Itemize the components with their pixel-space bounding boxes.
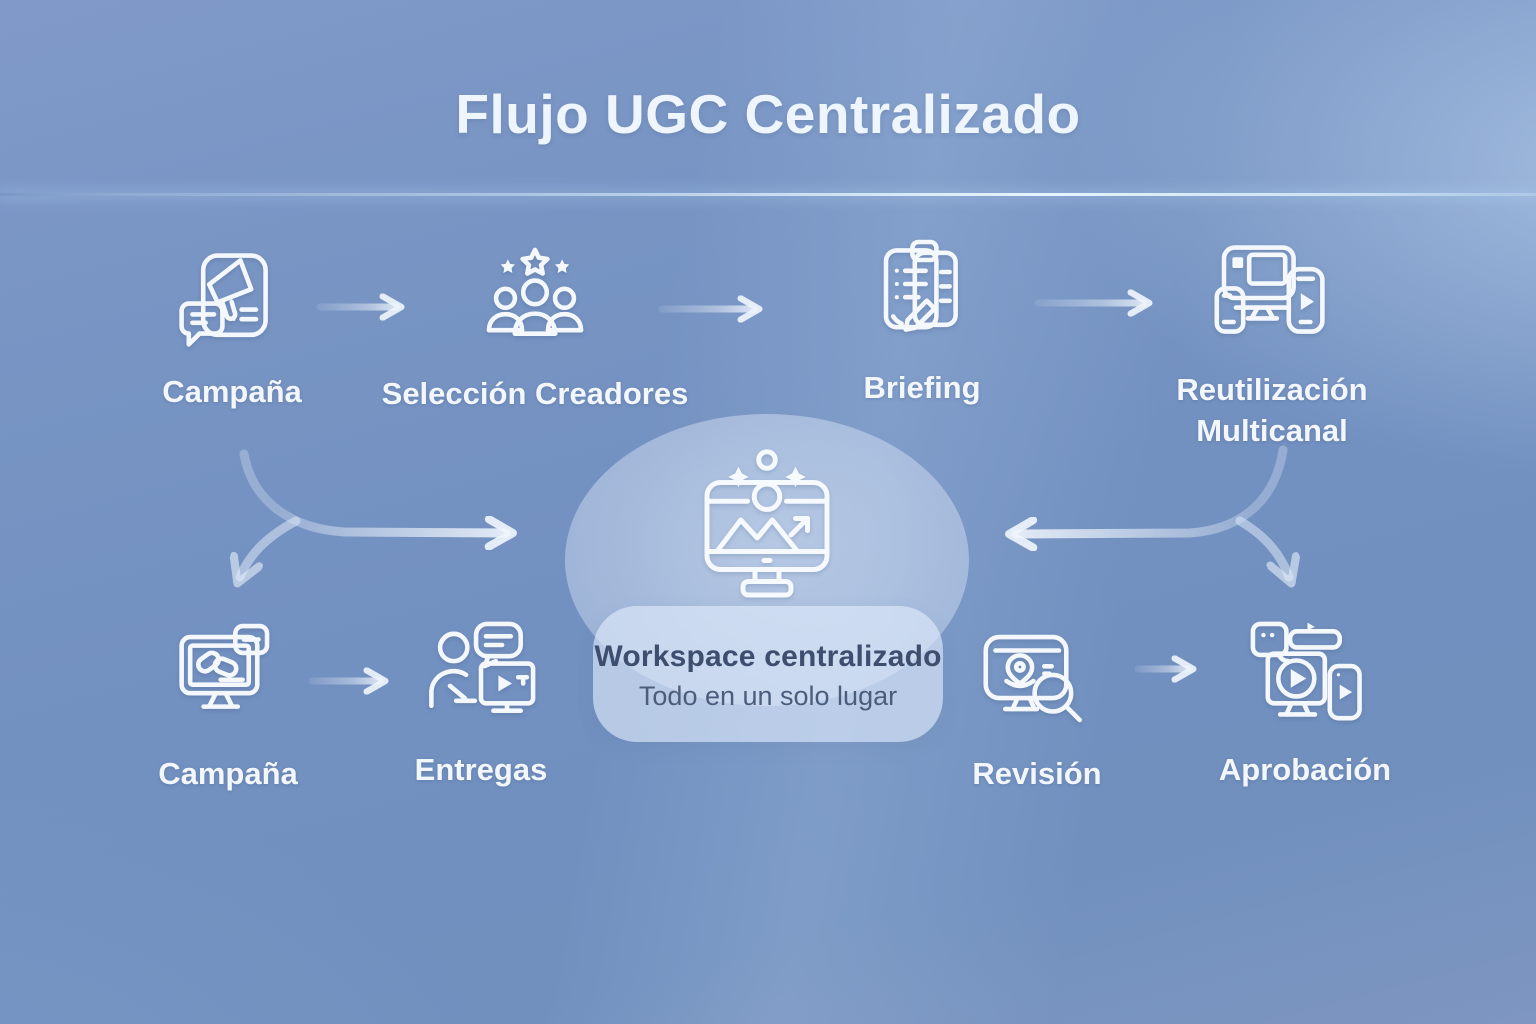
node-briefing: Briefing xyxy=(772,236,1072,409)
creator-delivery-icon xyxy=(419,614,543,738)
node-campana-top: Campaña xyxy=(82,240,382,413)
node-revision: Revisión xyxy=(887,620,1187,795)
node-label: Entregas xyxy=(414,752,548,787)
node-seleccion-creadores: Selección Creadores xyxy=(355,244,715,415)
node-label-line1: Reutilización xyxy=(1176,372,1368,407)
workspace-subheading: Todo en un solo lugar xyxy=(638,681,898,711)
curve-right-down-branch xyxy=(1235,516,1289,577)
node-aprobacion: Aprobación xyxy=(1155,614,1455,791)
node-label-line2: Multicanal xyxy=(1196,412,1348,448)
creators-group-stars-icon xyxy=(476,244,594,362)
clipboard-checklist-pen-icon xyxy=(862,236,982,356)
curve-right-to-workspace xyxy=(1016,445,1288,534)
node-label: Campaña xyxy=(162,374,302,409)
monitor-link-icon xyxy=(167,620,289,742)
node-label: Campaña xyxy=(158,756,298,791)
node-label: Selección Creadores xyxy=(381,376,689,411)
curve-left-to-workspace xyxy=(239,449,506,533)
workspace-hub-panel xyxy=(593,606,943,742)
page-title: Flujo UGC Centralizado xyxy=(455,83,1081,145)
workspace-monitor-image-icon xyxy=(677,442,857,622)
multichannel-devices-icon xyxy=(1212,238,1332,358)
node-reutilizacion-multicanal: Reutilización Multicanal xyxy=(1112,238,1432,452)
node-campana-bottom: Campaña xyxy=(78,620,378,795)
approval-playback-devices-icon xyxy=(1243,614,1367,738)
divider-line xyxy=(0,193,1536,196)
node-label: Reutilización Multicanal xyxy=(1176,370,1367,452)
megaphone-announcement-icon xyxy=(172,240,292,360)
workspace-hub-text: Workspace centralizado Todo en un solo l… xyxy=(593,640,943,712)
curve-left-down-branch xyxy=(240,516,301,577)
node-label: Aprobación xyxy=(1218,752,1392,787)
node-label: Briefing xyxy=(863,370,981,405)
node-entregas: Entregas xyxy=(331,614,631,791)
node-label: Revisión xyxy=(972,756,1102,791)
workspace-heading: Workspace centralizado xyxy=(594,640,942,673)
monitor-magnifier-icon xyxy=(976,620,1098,742)
